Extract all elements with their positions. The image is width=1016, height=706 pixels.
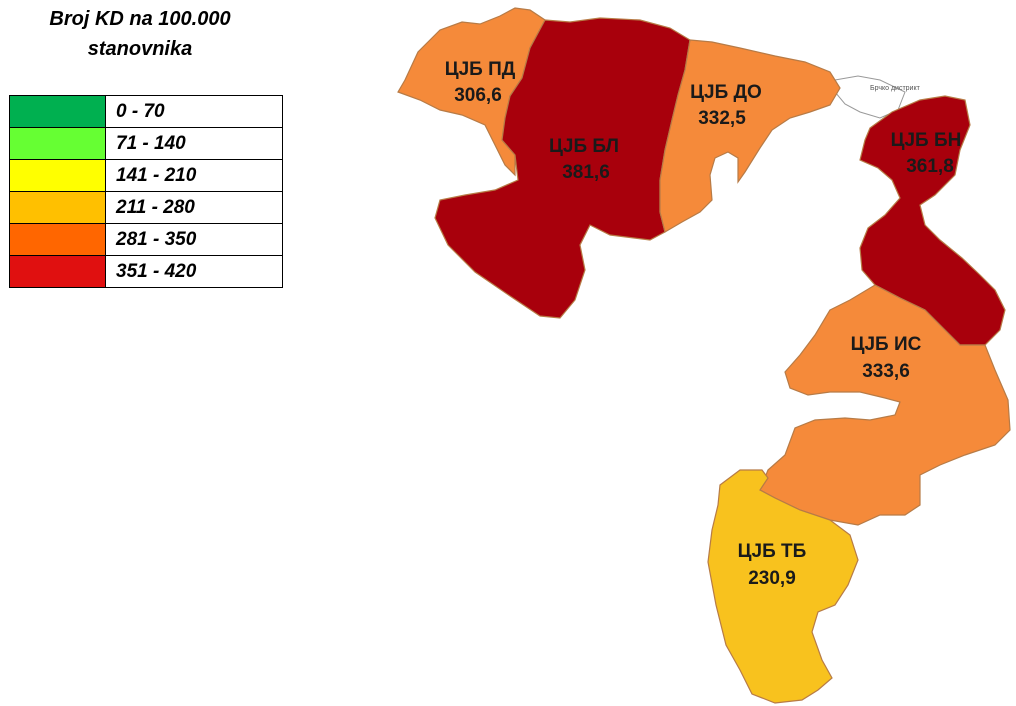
label-do-name: ЦЈБ ДО <box>690 82 762 103</box>
region-bn <box>859 95 1006 346</box>
region-do <box>659 39 841 233</box>
label-bl-name: ЦЈБ БЛ <box>549 136 619 157</box>
legend-title-line2: stanovnika <box>87 38 193 60</box>
label-do-value: 332,5 <box>698 108 746 129</box>
label-bn-name: ЦЈБ БН <box>891 130 962 151</box>
legend-range-label: 0 - 70 <box>105 95 283 128</box>
label-is-name: ЦЈБ ИС <box>851 334 922 355</box>
legend-swatch <box>9 255 106 288</box>
legend-row: 281 - 350 <box>9 223 283 256</box>
label-bl-value: 381,6 <box>562 162 610 183</box>
legend-row: 141 - 210 <box>9 159 283 192</box>
district-label: Брчко дистрикт <box>870 85 921 92</box>
legend-row: 71 - 140 <box>9 127 283 160</box>
legend-swatch <box>9 127 106 160</box>
legend-row: 211 - 280 <box>9 191 283 224</box>
region-tb <box>707 469 859 704</box>
label-tb-value: 230,9 <box>748 568 796 589</box>
legend-title: Broj KD na 100.000 stanovnika <box>0 4 280 64</box>
legend-title-line1: Broj KD na 100.000 <box>49 8 231 30</box>
label-is-value: 333,6 <box>862 361 910 382</box>
legend-swatch <box>9 95 106 128</box>
legend-range-label: 351 - 420 <box>105 255 283 288</box>
label-tb-name: ЦЈБ ТБ <box>738 541 807 562</box>
legend-row: 351 - 420 <box>9 255 283 288</box>
legend-swatch <box>9 159 106 192</box>
legend-range-label: 71 - 140 <box>105 127 283 160</box>
label-pd-value: 306,6 <box>454 85 502 106</box>
region-labels: ЦЈБ ПД 306,6 ЦЈБ БЛ 381,6 ЦЈБ ДО 332,5 Ц… <box>445 59 962 589</box>
legend-range-label: 141 - 210 <box>105 159 283 192</box>
legend-range-label: 211 - 280 <box>105 191 283 224</box>
label-bn-value: 361,8 <box>906 156 954 177</box>
legend-row: 0 - 70 <box>9 95 283 128</box>
label-pd-name: ЦЈБ ПД <box>445 59 516 80</box>
